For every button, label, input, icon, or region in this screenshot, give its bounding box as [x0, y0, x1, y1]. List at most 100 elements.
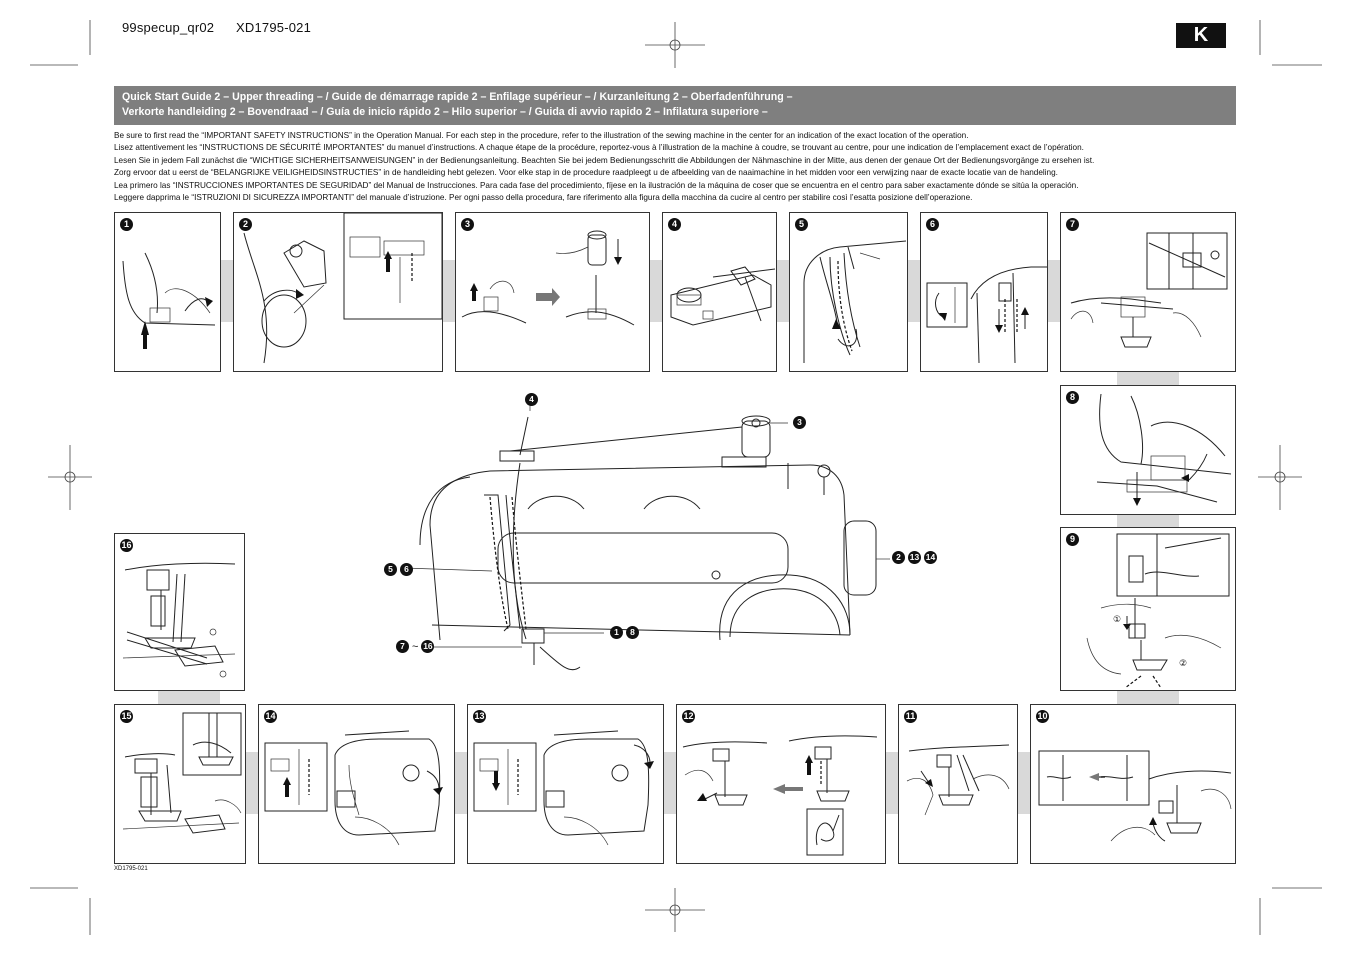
step-9-marker-2: ② — [1179, 659, 1187, 669]
pull-thread-illustration — [122, 562, 236, 678]
intro-line: Lisez attentivement les “INSTRUCTIONS DE… — [114, 143, 1084, 153]
step-number: 13 — [473, 710, 486, 723]
step-number: 2 — [239, 218, 252, 231]
step-9-marker-1: ① — [1113, 615, 1121, 625]
step-3-panel: 3 — [455, 212, 650, 372]
step-number: 14 — [264, 710, 277, 723]
intro-line: Lea primero las “INSTRUCCIONES IMPORTANT… — [114, 180, 1079, 190]
connector — [776, 260, 790, 322]
intro-line: Lesen Sie in jedem Fall zunächst die “WI… — [114, 155, 1095, 165]
connector — [907, 260, 921, 322]
callout-number: 3 — [793, 416, 806, 429]
callout-number: 6 — [400, 563, 413, 576]
title-bar: Quick Start Guide 2 – Upper threading – … — [114, 86, 1236, 125]
intro-line: Zorg ervoor dat u eerst de “BELANGRIJKE … — [114, 168, 1058, 178]
callout-spool: 3 — [793, 416, 806, 429]
step-9-panel: 9 ① ② — [1060, 527, 1236, 691]
thread-under-foot-illustration — [122, 712, 242, 834]
connector — [1017, 752, 1031, 814]
lower-presser-foot-illustration — [1096, 393, 1232, 506]
connector — [220, 260, 234, 322]
callout-top: 4 — [525, 393, 538, 406]
thread-path-illustration — [803, 240, 907, 363]
step-7-panel: 7 — [1060, 212, 1236, 372]
step-8-panel: 8 — [1060, 385, 1236, 515]
step-number: 5 — [795, 218, 808, 231]
footer-code: XD1795-021 — [114, 866, 148, 872]
step-number: 1 — [120, 218, 133, 231]
needle-threading-illustration: ① ② — [1086, 533, 1230, 689]
sewing-machine-diagram — [403, 405, 890, 671]
step-15-panel: 15 — [114, 704, 246, 864]
title-line-2: Verkorte handleiding 2 – Bovendraad – / … — [122, 106, 768, 118]
step-6-panel: 6 — [920, 212, 1048, 372]
connector — [1117, 372, 1179, 386]
take-up-lever-illustration — [926, 266, 1047, 364]
connector — [1117, 690, 1179, 704]
step-number: 6 — [926, 218, 939, 231]
step-2-panel: 2 — [233, 212, 443, 372]
step-1-panel: 1 — [114, 212, 221, 372]
step-10-panel: 10 — [1030, 704, 1236, 864]
callout-number: 5 — [384, 563, 397, 576]
callout-foot: 7 ~ 16 — [396, 640, 435, 653]
callout-number: 7 — [396, 640, 409, 653]
intro-line: Be sure to first read the “IMPORTANT SAF… — [114, 131, 969, 140]
callout-tilde: ~ — [412, 640, 419, 653]
connector — [442, 260, 456, 322]
step-number: 10 — [1036, 710, 1049, 723]
step-number: 16 — [120, 539, 133, 552]
step-number: 3 — [461, 218, 474, 231]
callout-left: 5 6 — [384, 563, 413, 576]
callout-number: 16 — [421, 640, 435, 653]
callout-needle: 1 8 — [610, 626, 639, 639]
callout-handwheel: 2 13 14 — [892, 551, 937, 564]
connector — [1047, 260, 1061, 322]
intro-text: Be sure to first read the “IMPORTANT SAF… — [114, 130, 1236, 204]
step-number: 4 — [668, 218, 681, 231]
connector — [1117, 514, 1179, 528]
step-number: 9 — [1066, 533, 1079, 546]
header-codes: 99specup_qr02 XD1795-021 — [122, 20, 329, 35]
step-number: 12 — [682, 710, 695, 723]
step-number: 11 — [904, 710, 917, 723]
callout-number: 2 — [892, 551, 905, 564]
step-14-panel: 14 — [258, 704, 455, 864]
step-number: 7 — [1066, 218, 1079, 231]
connector — [885, 752, 899, 814]
step-12-panel: 12 — [676, 704, 886, 864]
callout-number: 1 — [610, 626, 623, 639]
connector — [454, 752, 468, 814]
title-line-1: Quick Start Guide 2 – Upper threading – … — [122, 91, 793, 103]
doc-code: XD1795-021 — [236, 20, 312, 35]
step-13-panel: 13 — [467, 704, 664, 864]
file-code: 99specup_qr02 — [122, 20, 215, 35]
lower-needle-illustration — [906, 744, 1010, 816]
callout-number: 14 — [924, 551, 937, 564]
thread-guide-hook-illustration — [1070, 232, 1228, 348]
callout-number: 8 — [626, 626, 639, 639]
step-number: 15 — [120, 710, 133, 723]
step-4-panel: 4 — [662, 212, 777, 372]
turn-handwheel-raise-illustration — [264, 730, 443, 846]
connector — [245, 752, 259, 814]
presser-foot-lever-illustration — [122, 252, 216, 349]
callout-number: 13 — [908, 551, 921, 564]
callout-number: 4 — [525, 393, 538, 406]
step-number: 8 — [1066, 391, 1079, 404]
step-11-panel: 11 — [898, 704, 1018, 864]
spool-placement-illustration — [461, 230, 635, 326]
handwheel-illustration — [243, 213, 442, 364]
language-badge: K — [1176, 23, 1226, 48]
bobbin-thread-loop-illustration — [682, 735, 878, 856]
intro-line: Leggere dapprima le “ISTRUZIONI DI SICUR… — [114, 193, 973, 203]
thread-guide-illustration — [670, 266, 776, 326]
step-5-panel: 5 — [789, 212, 908, 372]
connector — [663, 752, 677, 814]
turn-handwheel-lower-illustration — [473, 730, 654, 846]
needle-threader-lever-illustration — [1038, 750, 1232, 842]
step-16-panel: 16 — [114, 533, 245, 691]
connector — [158, 690, 220, 704]
connector — [649, 260, 663, 322]
